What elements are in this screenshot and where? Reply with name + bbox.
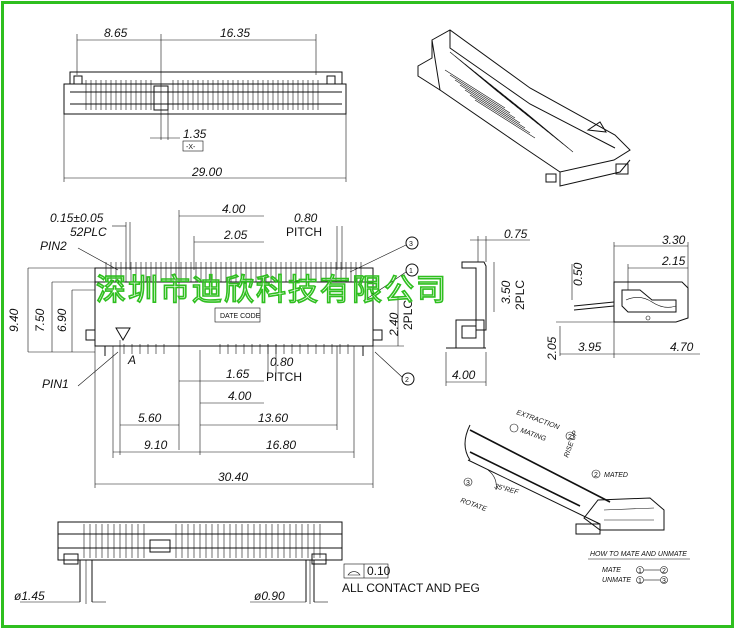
dim-3-95: 3.95 — [578, 340, 602, 354]
note-all-contact: ALL CONTACT AND PEG — [342, 581, 480, 595]
label-pin2: PIN2 — [40, 239, 67, 253]
dim-16-35: 16.35 — [220, 26, 250, 40]
dim-29-00: 29.00 — [191, 165, 222, 179]
dim-16-80: 16.80 — [266, 438, 296, 452]
dim-0-15: 0.15±0.05 — [50, 211, 104, 225]
callout-2: 2 — [405, 377, 409, 384]
dim-4-00-side: 4.00 — [452, 368, 476, 382]
front-view-top-pins — [105, 262, 362, 282]
dim-dia-0-90: ø0.90 — [254, 589, 285, 603]
legend-mate-step1: 1 — [638, 568, 642, 575]
legend-mate-step2: 2 — [662, 568, 666, 575]
profile-view: 3.30 2.15 0.50 2.05 3.95 4.70 — [545, 233, 700, 361]
marker-a: A — [127, 353, 136, 367]
datum-x: -X- — [186, 144, 196, 151]
dim-1-35: 1.35 — [183, 127, 207, 141]
dim-5-60: 5.60 — [138, 411, 162, 425]
dim-2-15: 2.15 — [661, 254, 686, 268]
label-pitch-bottom: PITCH — [266, 370, 302, 384]
side-view: 0.75 3.50 2PLC 4.00 — [445, 227, 530, 386]
dim-2-40: 2.40 — [387, 312, 401, 337]
dim-3-50: 3.50 — [499, 280, 513, 304]
dim-6-90: 6.90 — [55, 308, 69, 332]
dim-9-10: 9.10 — [144, 438, 168, 452]
label-rotate: ROTATE — [459, 497, 487, 513]
dim-30-40: 30.40 — [218, 470, 248, 484]
dim-0-75: 0.75 — [504, 227, 528, 241]
tolerance-value: 0.10 — [367, 564, 391, 578]
callout-m2: 2 — [568, 434, 572, 441]
legend-unmate-step1: 1 — [638, 578, 642, 585]
top-view-pins — [85, 80, 319, 110]
bottom-view-pins — [83, 524, 321, 558]
dim-0-80-top: 0.80 — [294, 211, 318, 225]
label-mating: MATING — [519, 427, 547, 443]
dim-7-50: 7.50 — [33, 308, 47, 332]
bottom-view: ø1.45 ø0.90 0.10 ALL CONTACT AND PEG — [14, 521, 480, 604]
dim-9-40: 9.40 — [7, 308, 21, 332]
dim-1-65: 1.65 — [226, 367, 250, 381]
legend-unmate-step3: 3 — [662, 578, 666, 585]
label-52plc: 52PLC — [70, 225, 107, 239]
label-2plc-side: 2PLC — [513, 280, 527, 310]
dim-4-00-bottom: 4.00 — [228, 389, 252, 403]
watermark-text: 深圳市迪欣科技有限公司 — [96, 273, 448, 308]
dim-0-50: 0.50 — [571, 262, 585, 286]
dim-4-00-top: 4.00 — [222, 202, 246, 216]
callout-1: 1 — [409, 268, 413, 275]
callout-m2b: 2 — [594, 472, 598, 479]
legend-title: HOW TO MATE AND UNMATE — [590, 551, 687, 558]
legend-unmate: UNMATE — [602, 577, 631, 584]
dim-4-70: 4.70 — [670, 340, 694, 354]
dim-3-30: 3.30 — [662, 233, 686, 247]
label-mated: MATED — [604, 472, 628, 479]
callout-m3: 3 — [466, 480, 470, 487]
dim-2-05: 2.05 — [223, 228, 248, 242]
dim-13-60: 13.60 — [258, 411, 288, 425]
label-2plc-front: 2PLC — [401, 300, 415, 330]
callout-3: 3 — [409, 241, 413, 248]
label-35ref: 35°REF — [493, 482, 520, 496]
date-code-label: DATE CODE — [220, 313, 261, 320]
mating-view: EXTRACTION MATING RISE UP 2 2 MATED 3 RO… — [459, 409, 690, 585]
label-pitch-top: PITCH — [286, 225, 322, 239]
dim-dia-1-45: ø1.45 — [14, 589, 45, 603]
isometric-view — [417, 29, 631, 187]
label-pin1: PIN1 — [42, 377, 69, 391]
dim-0-80-bottom: 0.80 — [270, 355, 294, 369]
dim-8-65: 8.65 — [104, 26, 128, 40]
top-view: 8.65 16.35 1.35 -X- 29.00 — [63, 26, 347, 182]
dim-2-05-profile: 2.05 — [545, 336, 559, 361]
isometric-pins — [444, 51, 574, 153]
legend-mate: MATE — [602, 567, 621, 574]
front-view: 0.15±0.05 52PLC PIN2 4.00 2.05 0.80 PITC… — [7, 202, 419, 488]
